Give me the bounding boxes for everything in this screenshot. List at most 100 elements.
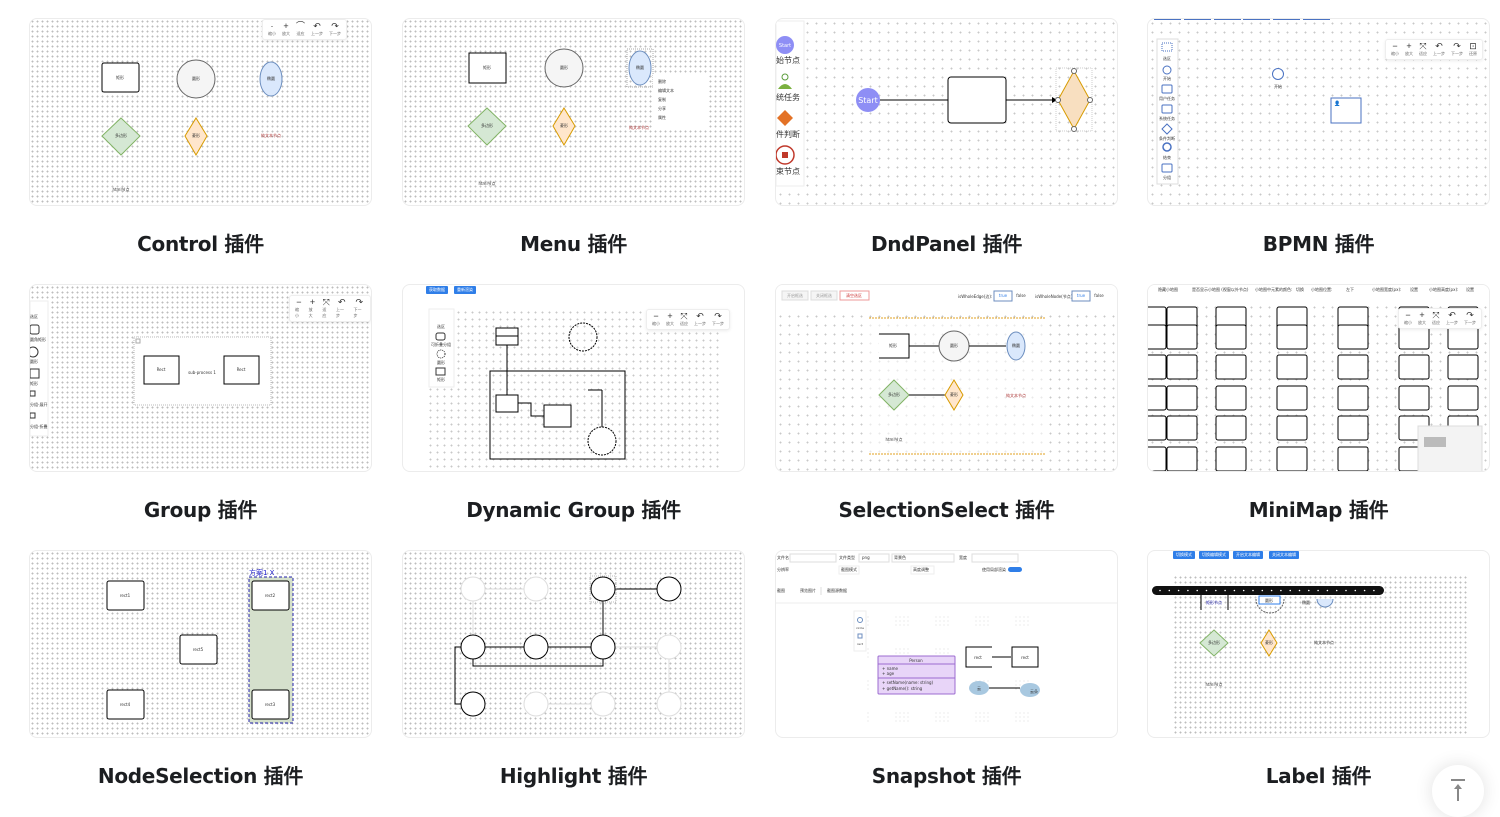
- minimap-flow-node: [1276, 385, 1308, 411]
- group-preview[interactable]: 选区 圆角矩形 圆形 矩形 分组-展开 分组-折叠 Rect Rect sub-…: [29, 284, 372, 472]
- svg-text:矩形: 矩形: [889, 342, 897, 348]
- fit-button[interactable]: ⤧适应: [1419, 41, 1427, 57]
- panel-item-gateway: 条件判断: [1159, 135, 1175, 141]
- card-title[interactable]: Control 插件: [137, 232, 264, 256]
- menu-preview[interactable]: 矩形 圆形 椭圆 多边形 菱形 纯文本节点 html节点 删除 编辑文本 复制 …: [402, 18, 745, 206]
- minimap-position-label: 小地图位置:: [1311, 286, 1332, 292]
- redo-button[interactable]: ↷下一步: [353, 297, 364, 319]
- label-preview[interactable]: 切换模式 切换编辑模式 开启文本编辑 关闭文本编辑 矩形节点 圆形 椭圆 多边形…: [1147, 550, 1490, 738]
- zoom-out-button[interactable]: −缩小: [295, 297, 302, 319]
- card-title[interactable]: MiniMap 插件: [1248, 498, 1389, 522]
- highlighted-node: [590, 576, 616, 602]
- plugin-card-group[interactable]: 选区 圆角矩形 圆形 矩形 分组-展开 分组-折叠 Rect Rect sub-…: [29, 284, 372, 522]
- fit-button[interactable]: ⤧适应: [680, 311, 688, 327]
- fit-button[interactable]: ⌒适应: [296, 21, 306, 37]
- minimap-flow-node: [1337, 354, 1369, 380]
- snapshot-mode-button: 截图模式: [841, 566, 857, 572]
- plugin-card-selection-select[interactable]: 开启框选 关闭框选 清空选区 isWholeEdge(边): true fals…: [775, 284, 1118, 522]
- selection-select-preview[interactable]: 开启框选 关闭框选 清空选区 isWholeEdge(边): true fals…: [775, 284, 1118, 472]
- dndpanel-canvas: Start 始节点 统任务 件判断 束节点 Start: [776, 20, 1093, 187]
- bpmn-preview[interactable]: 选区 开始 用户任务 系统任务 条件判断 结束 分组 开始 👤 −缩小: [1147, 18, 1490, 206]
- card-title[interactable]: Highlight 插件: [499, 764, 648, 788]
- width-input: [971, 553, 1019, 563]
- panel-item-rounded-rect: 圆角矩形: [30, 336, 46, 342]
- dynamic-group-node: [489, 370, 626, 460]
- undo-button[interactable]: ↶上一步: [694, 311, 706, 327]
- fit-button[interactable]: ⤧适应: [1432, 310, 1440, 326]
- plugin-card-dynamic-group[interactable]: 获取数据 重新渲染 选区 可折叠分组 圆形 矩形: [402, 284, 745, 522]
- panel-item-user-task: 用户任务: [1159, 95, 1175, 101]
- start-icon: [776, 36, 794, 54]
- selection-select-canvas: 开启框选 关闭框选 清空选区 isWholeEdge(边): true fals…: [776, 285, 1117, 455]
- minimap-toolbar: −缩小 +放大 ⤧适应 ↶上一步 ↷下一步: [1398, 308, 1482, 329]
- get-data-button[interactable]: 获取数据: [426, 286, 448, 294]
- dg-panel: [428, 308, 455, 388]
- minimap-flow-node: [1148, 446, 1167, 471]
- rect-node: [106, 580, 145, 611]
- card-title[interactable]: Group 插件: [143, 498, 258, 522]
- plugin-card-label[interactable]: 切换模式 切换编辑模式 开启文本编辑 关闭文本编辑 矩形节点 圆形 椭圆 多边形…: [1147, 550, 1490, 788]
- switch-mode-button[interactable]: 切换模式: [1173, 551, 1195, 559]
- node-selection-preview[interactable]: rect1 方案1 X rect2 rect3 rect4 rect5: [29, 550, 372, 738]
- redo-button[interactable]: ↷下一步: [1464, 310, 1476, 326]
- redo-button[interactable]: ↷下一步: [329, 21, 342, 37]
- reset-button[interactable]: ⊡还原: [1469, 41, 1477, 57]
- filename-label: 文件名: [777, 554, 789, 560]
- card-title[interactable]: BPMN 插件: [1262, 232, 1375, 256]
- zoom-in-button[interactable]: +放大: [1405, 41, 1413, 57]
- plugin-card-node-selection[interactable]: rect1 方案1 X rect2 rect3 rect4 rect5 Node…: [29, 550, 372, 788]
- ellipse-node: [259, 61, 283, 97]
- zoom-out-button[interactable]: −缩小: [652, 311, 660, 327]
- svg-text:false: false: [1094, 293, 1104, 298]
- enable-text-edit-button[interactable]: 开启文本编辑: [1233, 551, 1263, 559]
- plugin-card-bpmn[interactable]: 选区 开始 用户任务 系统任务 条件判断 结束 分组 开始 👤 −缩小: [1147, 18, 1490, 256]
- end-event-icon: [1162, 142, 1172, 152]
- svg-text:rect: rect: [857, 642, 864, 646]
- condition-icon: [777, 110, 793, 126]
- undo-button[interactable]: ↶上一步: [336, 297, 346, 319]
- highlight-preview[interactable]: [402, 550, 745, 738]
- undo-button[interactable]: ↶上一步: [311, 21, 324, 37]
- back-to-top-button[interactable]: [1432, 765, 1484, 817]
- plugin-card-control[interactable]: ·缩小 +放大 ⌒适应 ↶上一步 ↷下一步 矩形 圆形 椭圆 多边形 菱形 纯文…: [29, 18, 372, 256]
- snapshot-preview[interactable]: 文件名 文件类型 png 背景色 宽度 分辨率 截图模式 高度调整 使用局部渲染…: [775, 550, 1118, 738]
- zoom-out-button[interactable]: −缩小: [1391, 41, 1399, 57]
- rect-node: [143, 355, 180, 385]
- zoom-in-button[interactable]: +放大: [282, 21, 290, 37]
- selection-icon: [1161, 42, 1173, 52]
- card-title[interactable]: Label 插件: [1265, 764, 1372, 788]
- plugin-card-menu[interactable]: 矩形 圆形 椭圆 多边形 菱形 纯文本节点 html节点 删除 编辑文本 复制 …: [402, 18, 745, 256]
- card-title[interactable]: Snapshot 插件: [871, 764, 1022, 788]
- card-title[interactable]: Menu 插件: [520, 232, 627, 256]
- menu-item-share: 分享: [658, 105, 666, 111]
- text-node: 纯文本节点: [261, 132, 281, 138]
- switch-edit-mode-button[interactable]: 切换编辑模式: [1199, 551, 1229, 559]
- rerender-button[interactable]: 重新渲染: [454, 286, 476, 294]
- redo-button[interactable]: ↷下一步: [1451, 41, 1463, 57]
- card-title[interactable]: DndPanel 插件: [870, 232, 1023, 256]
- dndpanel-preview[interactable]: Start 始节点 统任务 件判断 束节点 Start: [775, 18, 1118, 206]
- undo-button[interactable]: ↶上一步: [1446, 310, 1458, 326]
- disable-text-edit-button[interactable]: 关闭文本编辑: [1269, 551, 1299, 559]
- zoom-out-button[interactable]: ·缩小: [268, 21, 276, 37]
- minimap-preview[interactable]: 隐藏小地图 是否显示小地图 (视窗以外节点) 小地图中元素的颜色: 切换 小地图…: [1147, 284, 1490, 472]
- card-title[interactable]: NodeSelection 插件: [97, 764, 304, 788]
- zoom-in-button[interactable]: +放大: [1418, 310, 1426, 326]
- plugin-card-minimap[interactable]: 隐藏小地图 是否显示小地图 (视窗以外节点) 小地图中元素的颜色: 切换 小地图…: [1147, 284, 1490, 522]
- menu-canvas: 矩形 圆形 椭圆 多边形 菱形 纯文本节点 html节点 删除 编辑文本 复制 …: [467, 48, 709, 186]
- format-tool-icon: [1196, 589, 1198, 592]
- dynamic-group-preview[interactable]: 获取数据 重新渲染 选区 可折叠分组 圆形 矩形: [402, 284, 745, 472]
- plugin-card-dndpanel[interactable]: Start 始节点 统任务 件判断 束节点 Start: [775, 18, 1118, 256]
- zoom-out-button[interactable]: −缩小: [1404, 310, 1412, 326]
- card-title[interactable]: Dynamic Group 插件: [466, 498, 681, 522]
- plugin-card-snapshot[interactable]: 文件名 文件类型 png 背景色 宽度 分辨率 截图模式 高度调整 使用局部渲染…: [775, 550, 1118, 788]
- zoom-in-button[interactable]: +放大: [666, 311, 674, 327]
- redo-button[interactable]: ↷下一步: [712, 311, 724, 327]
- plugin-card-highlight[interactable]: Highlight 插件: [402, 550, 745, 788]
- card-title[interactable]: SelectionSelect 插件: [838, 498, 1055, 522]
- undo-button[interactable]: ↶上一步: [1433, 41, 1445, 57]
- svg-text:矩形节点: 矩形节点: [1206, 599, 1222, 605]
- control-preview[interactable]: ·缩小 +放大 ⌒适应 ↶上一步 ↷下一步 矩形 圆形 椭圆 多边形 菱形 纯文…: [29, 18, 372, 206]
- zoom-in-button[interactable]: +放大: [308, 297, 316, 319]
- fit-button[interactable]: ⤧适应: [322, 297, 330, 319]
